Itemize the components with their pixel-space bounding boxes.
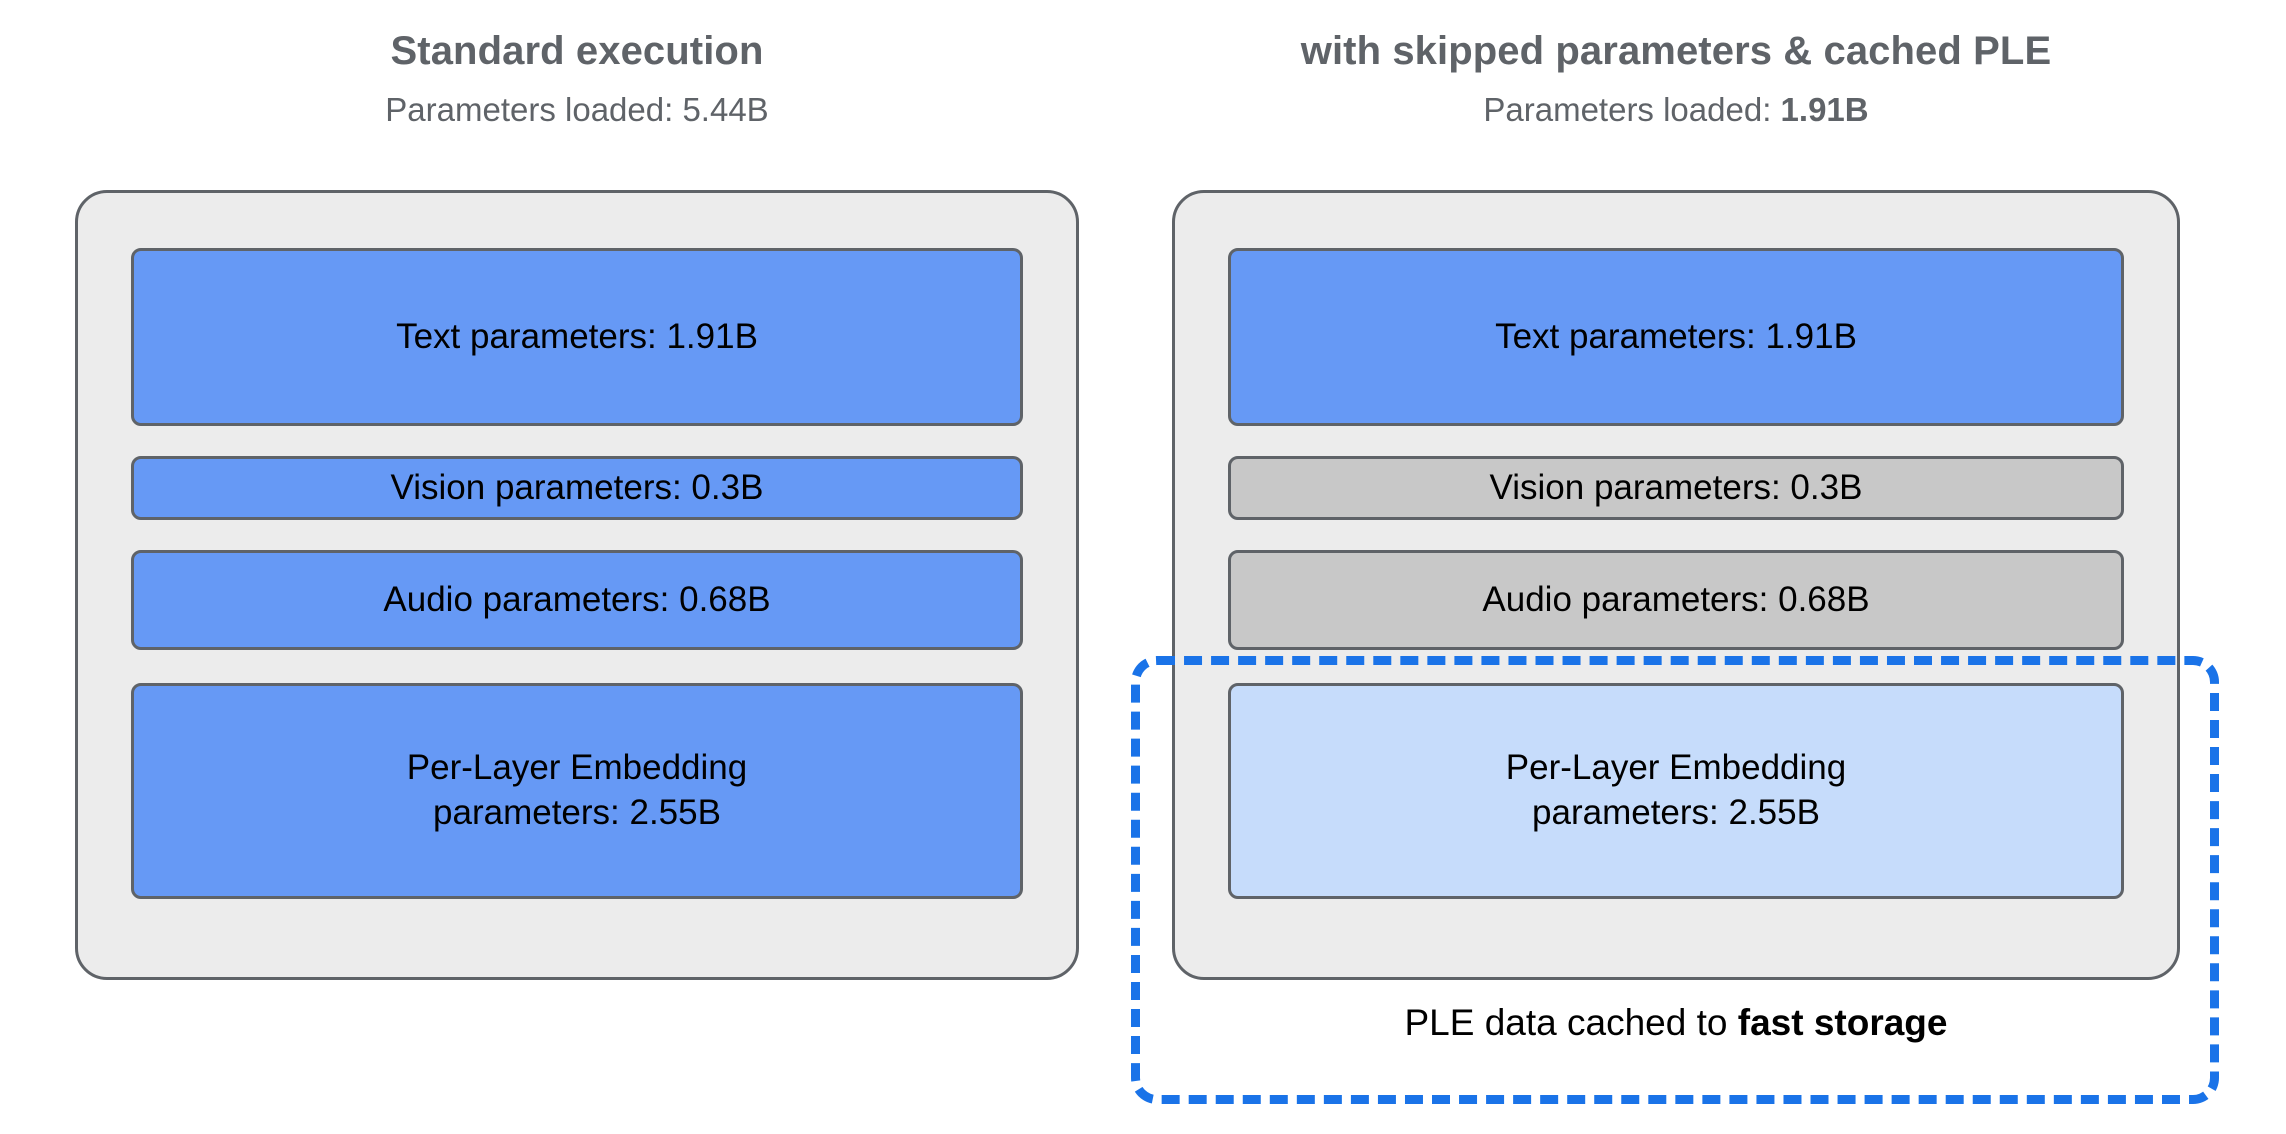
panel-optimized-execution: Text parameters: 1.91B Vision parameters… xyxy=(1172,190,2180,980)
column-header-standard: Standard execution Parameters loaded: 5.… xyxy=(75,28,1079,129)
subtitle-prefix-optimized: Parameters loaded: xyxy=(1483,91,1781,128)
cache-region-caption: PLE data cached to fast storage xyxy=(1172,1002,2180,1044)
column-header-optimized: with skipped parameters & cached PLE Par… xyxy=(1172,28,2180,129)
box-audio-parameters-standard: Audio parameters: 0.68B xyxy=(131,550,1023,650)
subtitle-prefix-standard: Parameters loaded: xyxy=(385,91,683,128)
column-title-optimized: with skipped parameters & cached PLE xyxy=(1300,29,2052,73)
box-audio-parameters-optimized: Audio parameters: 0.68B xyxy=(1228,550,2124,650)
box-text-parameters-standard: Text parameters: 1.91B xyxy=(131,248,1023,426)
box-text-parameters-optimized: Text parameters: 1.91B xyxy=(1228,248,2124,426)
box-ple-parameters-standard: Per-Layer Embedding parameters: 2.55B xyxy=(131,683,1023,899)
subtitle-value-standard: 5.44B xyxy=(682,91,769,128)
column-subtitle-standard: Parameters loaded: 5.44B xyxy=(75,91,1079,129)
panel-standard-execution: Text parameters: 1.91B Vision parameters… xyxy=(75,190,1079,980)
column-subtitle-optimized: Parameters loaded: 1.91B xyxy=(1172,91,2180,129)
box-ple-parameters-optimized: Per-Layer Embedding parameters: 2.55B xyxy=(1228,683,2124,899)
box-vision-parameters-optimized: Vision parameters: 0.3B xyxy=(1228,456,2124,520)
subtitle-value-optimized: 1.91B xyxy=(1780,91,1869,128)
box-vision-parameters-standard: Vision parameters: 0.3B xyxy=(131,456,1023,520)
cache-caption-prefix: PLE data cached to xyxy=(1404,1002,1738,1043)
cache-caption-emphasis: fast storage xyxy=(1737,1002,1948,1043)
column-title-standard: Standard execution xyxy=(390,29,764,73)
